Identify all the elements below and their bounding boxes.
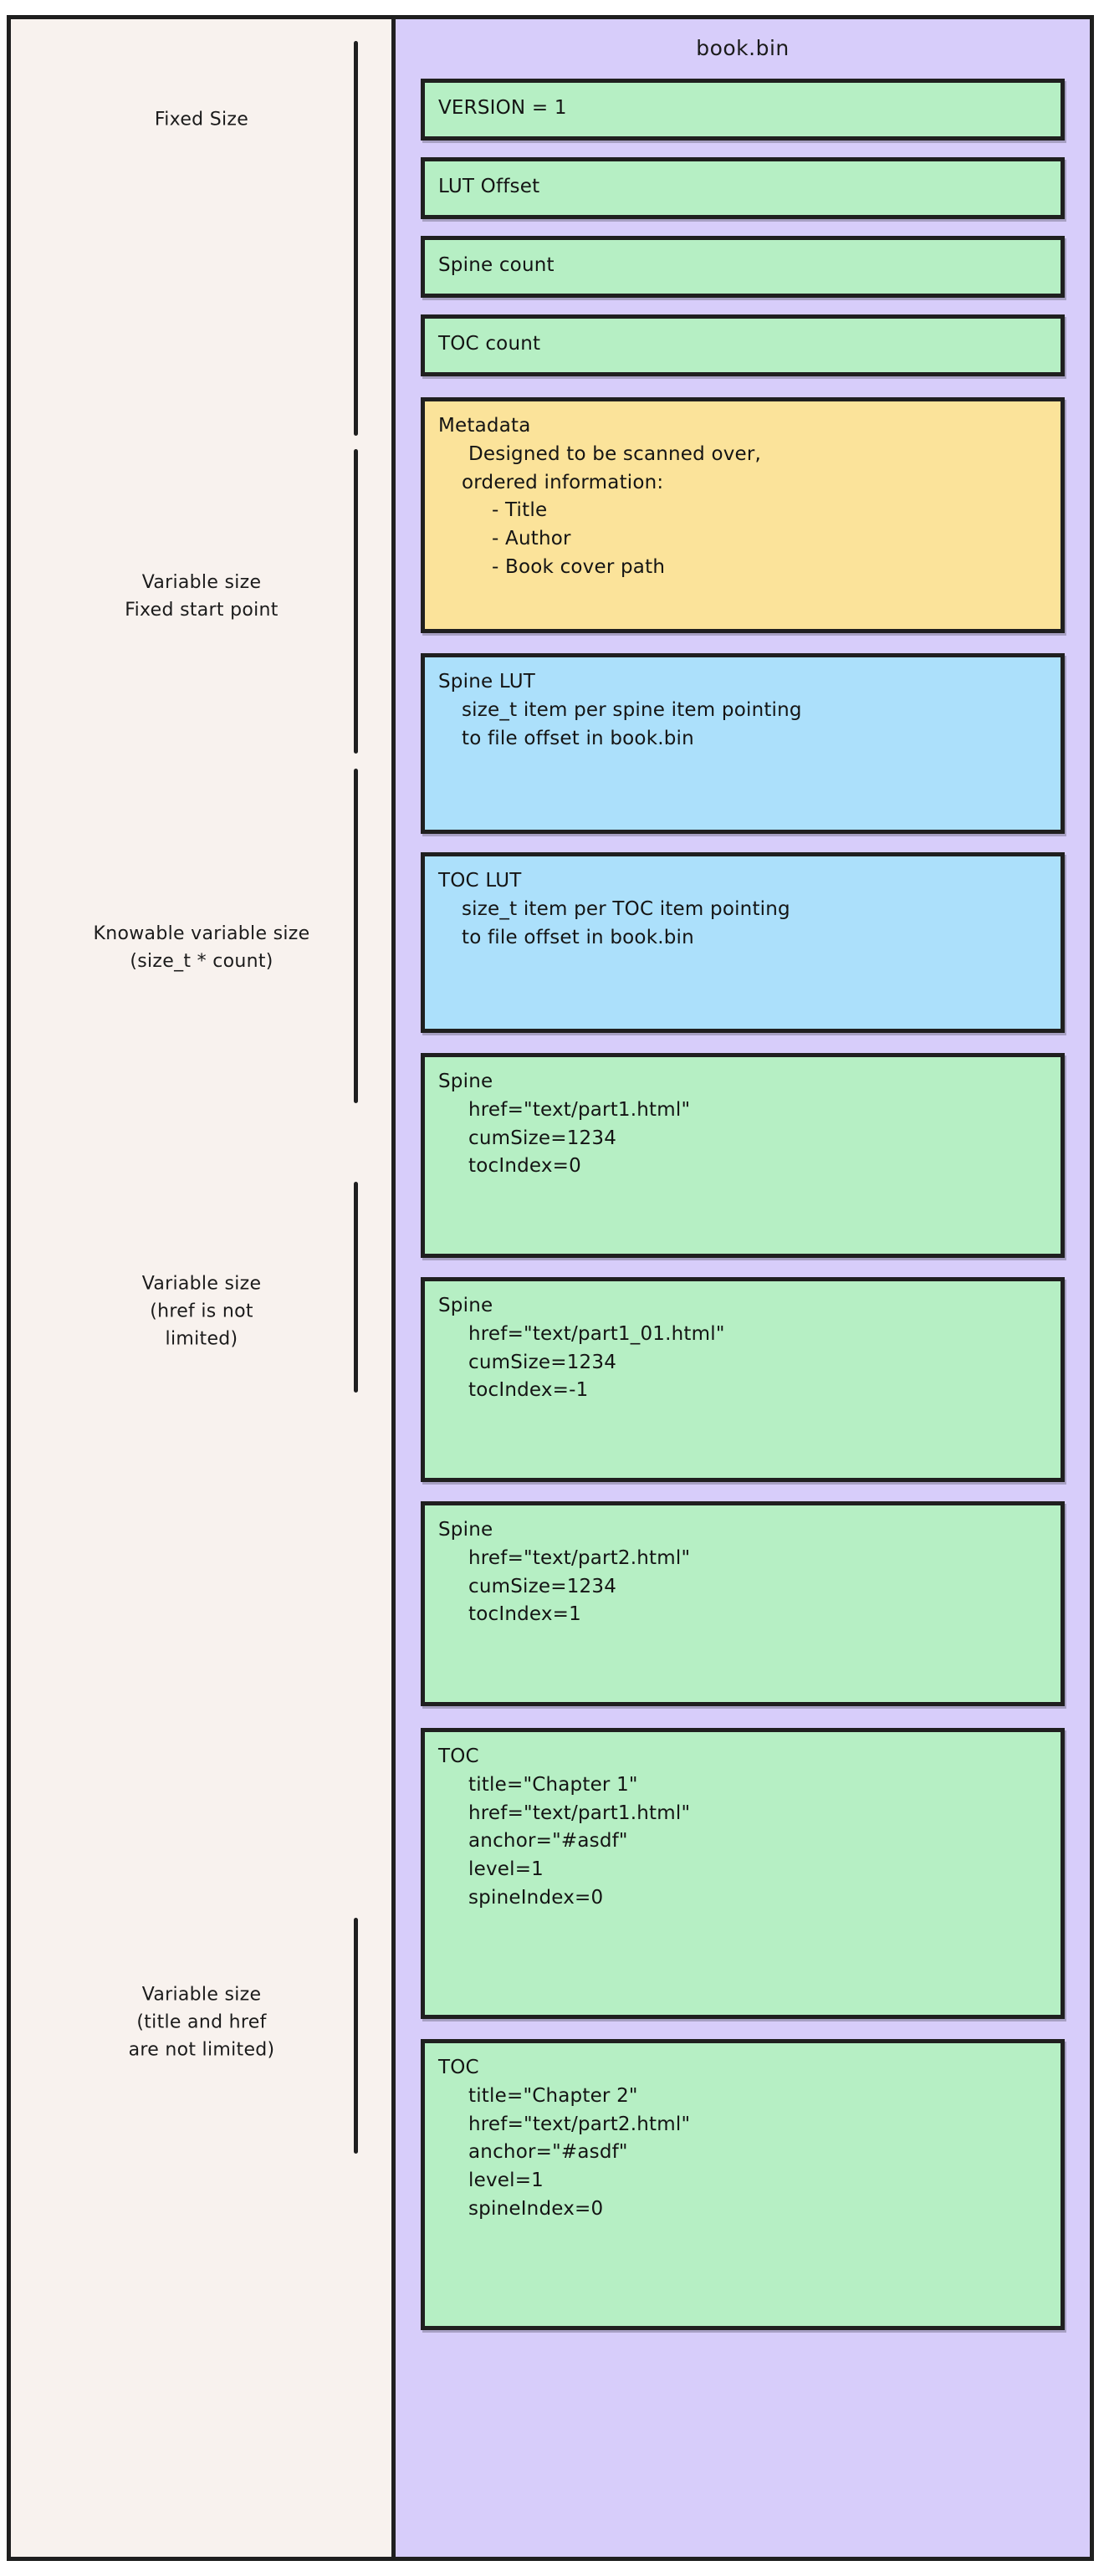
block-line: href="text/part2.html" [468,1546,691,1569]
annotation-line: (href is not [150,1301,253,1322]
block-line: href="text/part1.html" [468,1802,691,1824]
block-line: Spine LUT [438,671,535,693]
annotation-column: Fixed Size Variable size Fixed start poi… [7,15,391,2561]
block-spine-count: Spine count [421,236,1065,298]
block-line: href="text/part1_01.html" [468,1322,725,1345]
block-line: cumSize=1234 [468,1351,617,1373]
block-version: VERSION = 1 [421,79,1065,141]
block-line: TOC [438,2057,479,2078]
block-line: spineIndex=0 [468,2197,604,2220]
block-spine-1: Spine href="text/part1.html" cumSize=123… [421,1053,1065,1258]
block-line: level=1 [468,2170,544,2192]
block-line: to file offset in book.bin [462,727,694,749]
block-line: ordered information: [462,471,664,493]
brace-variable-fixed-start [354,449,358,754]
block-line: title="Chapter 2" [468,2084,638,2107]
block-line: tocIndex=1 [468,1603,581,1626]
block-line: spineIndex=0 [468,1886,604,1909]
annotation-line: Variable size [141,1273,262,1295]
block-line: VERSION = 1 [438,97,567,119]
block-line: TOC LUT [438,870,522,892]
annotation-variable-title-href: Variable size (title and href are not li… [64,1981,340,2064]
block-toc-count: TOC count [421,314,1065,376]
annotation-variable-fixed-start: Variable size Fixed start point [64,569,340,624]
block-line: anchor="#asdf" [468,1830,628,1853]
brace-variable-title-href [354,1918,358,2154]
block-metadata: Metadata Designed to be scanned over, or… [421,397,1065,633]
block-line: - Title [492,499,548,522]
annotation-knowable-variable-size: Knowable variable size (size_t * count) [64,920,340,975]
annotation-fixed-size: Fixed Size [64,106,340,134]
brace-knowable-variable [354,769,358,1103]
block-line: tocIndex=0 [468,1155,581,1178]
block-line: TOC count [438,333,541,355]
file-title: book.bin [696,36,790,60]
block-line: to file offset in book.bin [462,926,694,948]
annotation-line: (size_t * count) [130,951,273,972]
file-column: book.bin VERSION = 1 LUT Offset Spine co… [391,15,1094,2561]
block-line: href="text/part1.html" [468,1098,691,1121]
block-line: href="text/part2.html" [468,2113,691,2135]
block-line: Spine [438,1295,493,1316]
block-spine-2: Spine href="text/part1_01.html" cumSize=… [421,1277,1065,1482]
block-line: Spine [438,1071,493,1092]
block-line: size_t item per TOC item pointing [462,897,790,920]
block-line: tocIndex=-1 [468,1379,589,1402]
block-line: Designed to be scanned over, [468,442,762,465]
brace-fixed-size [354,41,358,436]
annotation-line: Variable size [141,572,262,593]
annotation-line: Fixed Size [154,109,249,130]
block-lut-offset: LUT Offset [421,157,1065,219]
annotation-line: Knowable variable size [93,923,310,944]
block-line: Spine count [438,254,555,276]
block-line: cumSize=1234 [468,1127,617,1149]
block-line: size_t item per spine item pointing [462,698,802,721]
annotation-variable-href: Variable size (href is not limited) [64,1270,340,1353]
block-line: level=1 [468,1858,544,1881]
book-bin-layout-diagram: Fixed Size Variable size Fixed start poi… [7,15,1094,2561]
block-spine-lut: Spine LUT size_t item per spine item poi… [421,653,1065,834]
block-spine-3: Spine href="text/part2.html" cumSize=123… [421,1501,1065,1706]
block-toc-lut: TOC LUT size_t item per TOC item pointin… [421,852,1065,1033]
annotation-line: (title and href [136,2011,267,2033]
block-toc-1: TOC title="Chapter 1" href="text/part1.h… [421,1728,1065,2019]
block-line: - Author [492,528,571,550]
annotation-line: limited) [165,1328,238,1350]
block-line: Spine [438,1519,493,1541]
block-line: anchor="#asdf" [468,2141,628,2164]
annotation-line: are not limited) [128,2039,275,2061]
block-toc-2: TOC title="Chapter 2" href="text/part2.h… [421,2039,1065,2330]
annotation-line: Variable size [141,1984,262,2006]
annotation-line: Fixed start point [125,600,279,621]
block-line: TOC [438,1745,479,1767]
block-line: - Book cover path [492,555,666,578]
block-line: title="Chapter 1" [468,1773,638,1796]
block-line: cumSize=1234 [468,1575,617,1597]
brace-variable-href [354,1182,358,1393]
block-line: LUT Offset [438,176,540,197]
block-line: Metadata [438,415,531,437]
